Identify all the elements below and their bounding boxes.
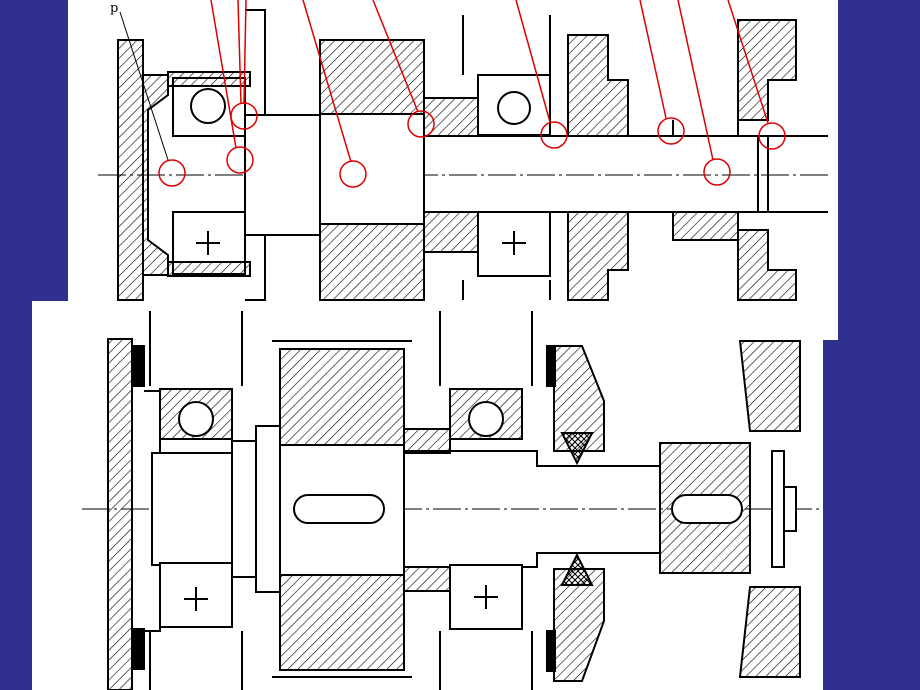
left-housing-wall (117, 39, 144, 301)
top-drawing-panel: p (68, 0, 838, 340)
shaft-shoulder (244, 114, 321, 236)
seal-top (560, 432, 594, 466)
coupling-flange-bottom (738, 586, 801, 678)
marker-9 (758, 122, 786, 150)
marker-2 (226, 146, 254, 174)
right-cover-top (553, 345, 605, 452)
marker-7 (657, 117, 685, 145)
left-bearing-ball (190, 88, 226, 124)
shaft-collar (255, 425, 281, 593)
gear-bottom (279, 574, 405, 671)
key-slot (293, 494, 385, 524)
gear-top (279, 348, 405, 446)
coupling-flange-bottom (737, 229, 797, 301)
marker-3 (230, 102, 258, 130)
coupling-flange-top (738, 340, 801, 432)
right-bearing-ball (468, 401, 504, 437)
coupling-flange-top (737, 19, 797, 121)
error-markers (158, 0, 786, 188)
gear-bottom (319, 223, 425, 301)
bottom-drawing-panel: + + (32, 301, 823, 690)
marker-6 (540, 121, 568, 149)
left-cover (107, 338, 133, 690)
label-p: p (110, 1, 118, 16)
right-end-cap-top (567, 34, 629, 137)
marker-5 (407, 110, 435, 138)
right-bearing-ball (497, 91, 531, 125)
left-bearing-ball (178, 401, 214, 437)
gear-top (319, 39, 425, 115)
shaft-assembly-drawing-top: p (98, 0, 828, 301)
spacer-sleeve-top (423, 97, 485, 137)
marker-8 (703, 158, 731, 186)
seal-bottom (560, 552, 594, 586)
shaft-assembly-drawing-bottom: + + (82, 311, 822, 690)
marker-4 (339, 160, 367, 188)
marker-1 (158, 159, 186, 187)
